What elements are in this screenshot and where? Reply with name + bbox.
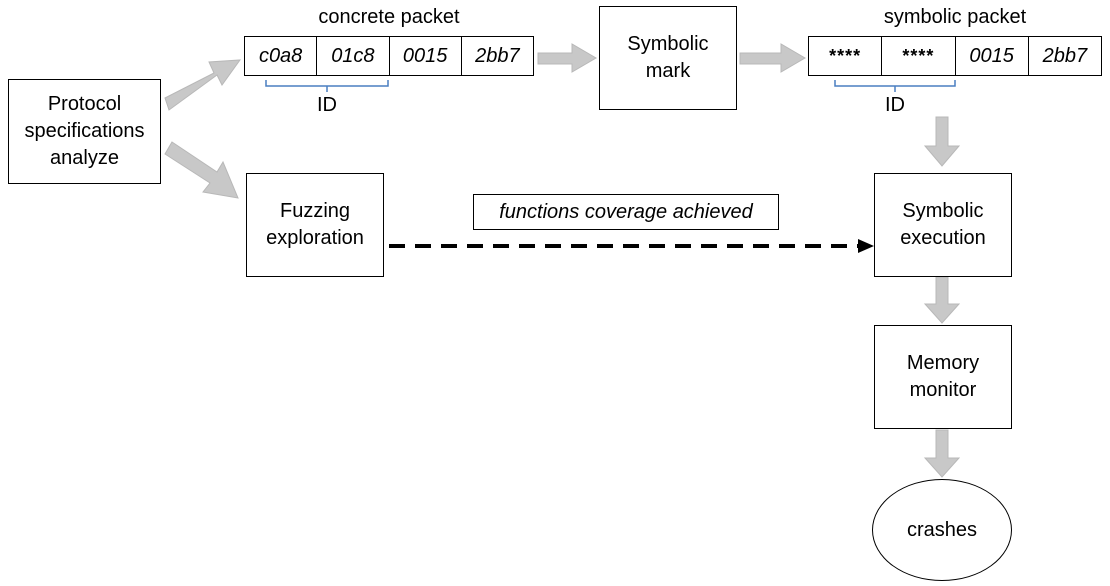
concrete-packet: c0a8 01c8 0015 2bb7 <box>244 36 534 76</box>
concrete-cell: 01c8 <box>316 37 388 75</box>
id-bracket-symbolic <box>834 80 956 92</box>
concrete-cell: 2bb7 <box>460 37 533 75</box>
arrow-symbolic-packet-to-execution <box>923 116 961 167</box>
symbolic-packet-title: symbolic packet <box>883 6 1027 28</box>
concrete-packet-title: concrete packet <box>318 6 460 28</box>
symbolic-cell: **** <box>881 37 954 75</box>
concrete-cell: c0a8 <box>258 44 303 67</box>
symbolic-id-label: ID <box>885 94 905 116</box>
protocol-analyze-node: Protocol specifications analyze <box>8 79 161 184</box>
symbolic-cell: 0015 <box>954 37 1028 75</box>
arrow-protocol-to-packet <box>164 59 242 111</box>
arrow-mark-to-symbolic-packet <box>739 43 806 73</box>
arrow-monitor-to-crashes <box>923 429 961 478</box>
coverage-edge-label: functions coverage achieved <box>473 194 779 230</box>
symbolic-cell: **** <box>829 45 862 66</box>
concrete-id-label: ID <box>317 94 337 116</box>
symbolic-mark-node: Symbolic mark <box>599 6 737 110</box>
arrow-packet-to-mark <box>537 43 597 73</box>
memory-monitor-node: Memory monitor <box>874 325 1012 429</box>
symbolic-packet: **** **** 0015 2bb7 <box>808 36 1102 76</box>
fuzzing-exploration-node: Fuzzing exploration <box>246 173 384 277</box>
id-bracket-concrete <box>265 80 389 92</box>
symbolic-execution-node: Symbolic execution <box>874 173 1012 277</box>
arrow-execution-to-monitor <box>923 276 961 324</box>
symbolic-cell: 2bb7 <box>1027 37 1101 75</box>
crashes-node: crashes <box>872 479 1012 581</box>
concrete-cell: 0015 <box>388 37 461 75</box>
dashed-arrow-head <box>858 239 874 253</box>
arrow-protocol-to-fuzzing <box>164 141 239 199</box>
